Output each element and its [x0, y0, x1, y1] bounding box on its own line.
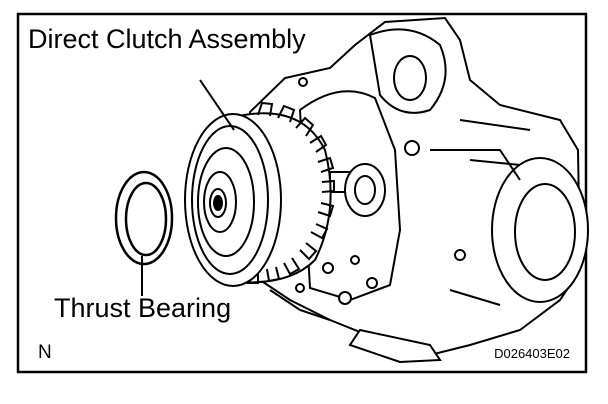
- label-direct-clutch-assembly: Direct Clutch Assembly: [28, 24, 306, 54]
- direct-clutch-drum: [184, 101, 335, 287]
- figure-code: D026403E02: [494, 346, 570, 361]
- input-shaft: [329, 163, 386, 217]
- view-mark: N: [38, 342, 52, 363]
- transmission-case: [248, 16, 589, 364]
- spline-teeth: [246, 101, 335, 284]
- label-thrust-bearing: Thrust Bearing: [54, 293, 232, 323]
- leader-direct-clutch: [199, 79, 235, 131]
- thrust-bearing-ring: [114, 170, 174, 266]
